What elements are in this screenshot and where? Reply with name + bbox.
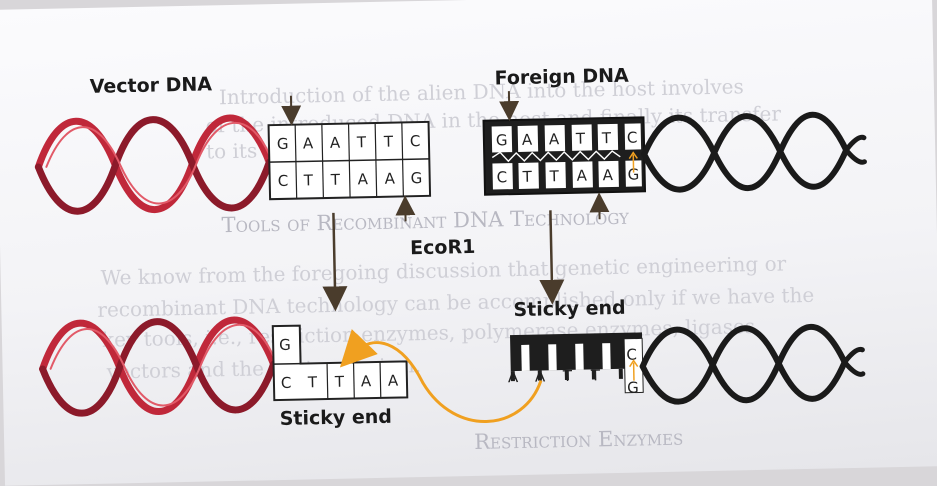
foreign-top-base: C [627,128,638,146]
cut-foreign-helix [642,326,863,403]
foreign-dna-helix [643,114,864,191]
cut-vector-top-base: G [279,336,291,354]
sticky-end-label-right: Sticky end [513,297,626,321]
foreign-top-base: A [549,130,560,148]
foreign-bottom-base: T [522,168,533,186]
foreign-top-base: T [601,129,612,147]
vector-dna-label: Vector DNA [89,73,212,98]
vector-bottom-base: T [303,171,314,189]
enzyme-label: EcoR1 [410,236,476,259]
cut-vector-bottom-base: C [281,374,292,392]
vector-top-base: G [277,135,289,153]
cut-vector-bottom-base: A [388,372,399,390]
vector-recognition-site: G A A T T C C T T A A G [269,122,431,199]
sticky-end-label-bottom: Sticky end [279,406,392,430]
vector-bottom-base: A [358,170,369,188]
vector-top-base: C [410,132,421,150]
vector-bottom-base: G [411,169,423,187]
vector-top-base: A [303,134,314,152]
foreign-top-base: G [496,131,508,149]
vector-bottom-base: A [385,170,396,188]
foreign-bottom-base: A [602,166,613,184]
foreign-top-base: A [522,131,533,149]
cut-foreign-right-top-base: C [626,346,637,364]
foreign-top-base: T [575,130,586,148]
vector-bottom-base: T [330,171,341,189]
cut-foreign-right-bottom-base: G [627,379,639,397]
vector-top-base: T [383,133,394,151]
cut-vector-helix [42,319,275,414]
cut-foreign-sticky-end: A A T T C G [507,332,643,399]
overhang-base: T [590,366,601,384]
cut-vector-bottom-base: T [334,373,345,391]
foreign-dna-label: Foreign DNA [494,65,629,90]
foreign-bottom-base: A [576,167,587,185]
overhang-base: T [562,367,573,385]
cut-vector-sticky-end: G C T T A A [273,323,408,400]
vector-bottom-base: C [278,172,289,190]
vector-top-base: A [330,134,341,152]
cut-vector-bottom-base: T [307,373,318,391]
overhang-base: A [508,368,519,386]
vector-dna-helix [37,117,270,212]
cut-vector-bottom-base: A [361,372,372,390]
foreign-recognition-site: G A A T T C C T T A A G [484,117,646,194]
vector-top-base: T [356,133,367,151]
foreign-bottom-base: C [497,168,508,186]
foreign-bottom-base: T [548,167,559,185]
